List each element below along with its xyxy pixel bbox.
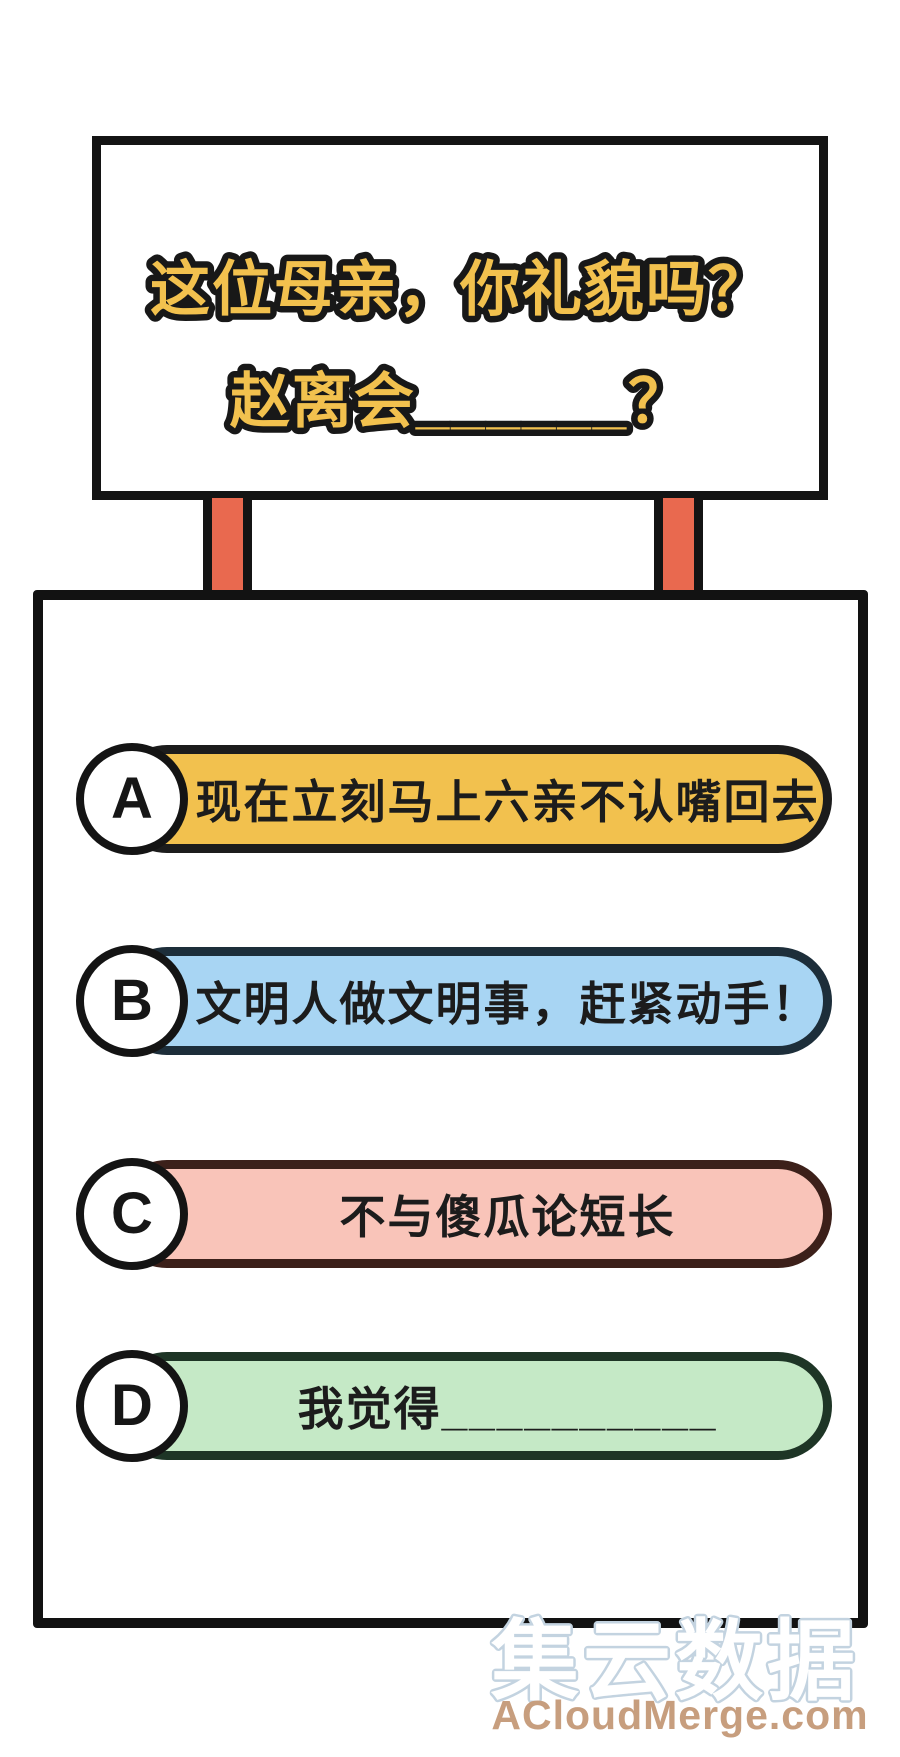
question-title: 这位母亲，你礼貌吗？ 赵离会______？ (144, 250, 775, 442)
option-row-d[interactable]: 我觉得__________ D (43, 1350, 858, 1468)
option-text-d: 我觉得__________ (297, 1383, 718, 1435)
options-panel: 现在立刻马上六亲不认嘴回去 A 文明人做文明事，赶紧动手！ B 不与傻瓜论短长 … (33, 590, 868, 1628)
watermark-logo: 集云数据 (487, 1610, 859, 1709)
option-pill-d[interactable]: 我觉得__________ (113, 1352, 832, 1460)
sign-post-right (654, 498, 703, 599)
option-pill-b[interactable]: 文明人做文明事，赶紧动手！ (113, 947, 832, 1055)
option-letter-c: C (111, 1181, 153, 1246)
option-row-c[interactable]: 不与傻瓜论短长 C (43, 1158, 858, 1276)
question-title-line2: 赵离会______？ (230, 368, 690, 435)
option-letter-circle-b: B (76, 945, 188, 1057)
option-pill-a[interactable]: 现在立刻马上六亲不认嘴回去 (113, 745, 832, 853)
option-letter-circle-d: D (76, 1350, 188, 1462)
option-letter-d: D (111, 1373, 153, 1438)
option-text-c: 不与傻瓜论短长 (339, 1191, 676, 1243)
watermark-site-url: ACloudMerge.com (491, 1692, 869, 1738)
option-letter-a: A (111, 766, 153, 831)
question-sign: 这位母亲，你礼貌吗？ 赵离会______？ (92, 136, 828, 500)
option-letter-circle-c: C (76, 1158, 188, 1270)
option-text-b: 文明人做文明事，赶紧动手！ (195, 978, 820, 1030)
option-pill-c[interactable]: 不与傻瓜论短长 (113, 1160, 832, 1268)
sign-post-left (203, 498, 252, 599)
watermark-logo-text: 集云数据 (490, 1612, 859, 1708)
option-letter-b: B (111, 968, 153, 1033)
option-text-a: 现在立刻马上六亲不认嘴回去 (195, 776, 820, 828)
option-row-b[interactable]: 文明人做文明事，赶紧动手！ B (43, 945, 858, 1063)
option-row-a[interactable]: 现在立刻马上六亲不认嘴回去 A (43, 743, 858, 861)
question-title-line1: 这位母亲，你礼貌吗？ (150, 256, 770, 323)
option-letter-circle-a: A (76, 743, 188, 855)
